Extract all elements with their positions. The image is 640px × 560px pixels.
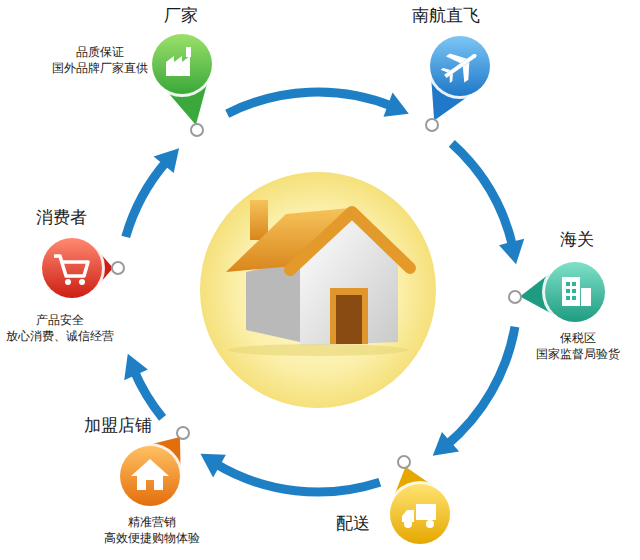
node-description: 精准营销 高效便捷购物体验 <box>103 514 200 546</box>
pin-icon-part <box>54 256 88 276</box>
pin-icon-part <box>426 33 493 131</box>
node-description: 产品安全 放心消费、诚信经营 <box>5 312 114 344</box>
pin-dot <box>177 427 189 439</box>
node-title: 海关 <box>560 228 594 250</box>
pin-icon-part <box>446 47 467 68</box>
cycle-arrow <box>200 454 379 492</box>
pin-icon-part <box>456 62 477 83</box>
pin-icon-part <box>566 296 570 300</box>
chimney <box>250 200 268 240</box>
pin-icon-part <box>186 47 191 57</box>
house-shadow <box>228 344 408 356</box>
pin-node: 厂家品质保证 国外品牌厂家直供 <box>40 2 232 138</box>
arrow-head <box>433 432 459 456</box>
pin-ring <box>427 33 493 99</box>
arrow-shaft <box>452 143 513 247</box>
pin-icon-part <box>446 73 456 83</box>
pin-disc <box>152 34 212 94</box>
pin-icon-part <box>416 504 436 520</box>
pin-icon-part <box>566 282 570 286</box>
cycle-arrow <box>452 143 524 264</box>
pin-dot <box>191 124 203 136</box>
pin-disc <box>120 446 180 506</box>
cycle-arrow <box>126 148 179 237</box>
pin-glyph <box>54 256 88 285</box>
arrow-head <box>383 92 408 116</box>
arrow-head <box>499 239 524 264</box>
pin-icon-part <box>131 459 169 490</box>
pin-icon-part <box>572 289 576 293</box>
cycle-arrow <box>433 327 515 456</box>
pin-glyph <box>562 277 591 306</box>
pin-ring <box>387 481 453 547</box>
arrow-shaft <box>215 463 380 492</box>
pin-icon-part <box>441 65 451 75</box>
node-description: 保税区 国家监督局验货 <box>535 330 620 362</box>
pin-ring <box>39 235 105 301</box>
pin-ring <box>149 31 215 97</box>
pin-icon-part <box>65 279 71 285</box>
pin-icon-part <box>509 259 608 325</box>
pin-glyph <box>402 504 436 528</box>
pin-icon-part <box>404 520 412 528</box>
roof-trim <box>290 212 410 270</box>
pin-ring <box>542 259 608 325</box>
pin-icon <box>330 454 460 554</box>
arrow-head <box>124 354 148 381</box>
pin-icon-part <box>426 520 434 528</box>
pin-node: 海关保税区 国家监督局验货 <box>506 224 636 374</box>
arrow-head <box>200 454 225 478</box>
pin-icon-part <box>39 235 124 301</box>
pin-icon-part <box>387 456 453 547</box>
arrow-shaft <box>134 370 163 418</box>
pin-disc <box>390 484 450 544</box>
arrow-shaft <box>447 327 515 445</box>
pin-node: 加盟店铺精准营销 高效便捷购物体验 <box>76 410 226 556</box>
pin-disc <box>430 36 490 96</box>
cycle-arrow <box>124 354 162 418</box>
pin-icon-part <box>572 282 576 286</box>
arrow-shaft <box>227 92 393 114</box>
node-title: 配送 <box>336 512 370 534</box>
pin-dot <box>509 291 521 303</box>
pin-glyph <box>131 459 169 490</box>
pin-ring <box>117 443 183 509</box>
node-title: 消费者 <box>36 206 87 228</box>
pin-icon-part <box>572 296 576 300</box>
pin-dot <box>426 119 438 131</box>
pin-dot <box>112 262 124 274</box>
pin-node: 配送 <box>330 454 460 554</box>
pin-icon-part <box>436 41 485 89</box>
node-title: 加盟店铺 <box>84 414 152 436</box>
pin-icon-part <box>581 288 591 306</box>
pin-node: 南航直飞 <box>400 2 500 134</box>
node-title: 南航直飞 <box>412 4 480 26</box>
pin-node: 消费者产品安全 放心消费、诚信经营 <box>2 204 134 354</box>
pin-disc <box>545 262 605 322</box>
arrow-head <box>154 148 179 173</box>
door <box>336 295 362 344</box>
cycle-arrow <box>227 92 409 117</box>
pin-disc <box>42 238 102 298</box>
door-frame <box>330 288 368 344</box>
node-description: 品质保证 国外品牌厂家直供 <box>51 44 148 76</box>
node-title: 厂家 <box>164 4 198 26</box>
pin-icon-part <box>117 427 189 509</box>
pin-icon-part <box>149 31 215 136</box>
arrow-shaft <box>126 161 167 237</box>
pin-icon-part <box>562 277 580 306</box>
sun-disc <box>200 172 436 408</box>
pin-glyph <box>166 47 191 76</box>
house-roof <box>226 208 350 272</box>
pin-dot <box>398 456 410 468</box>
pin-icon-part <box>79 279 85 285</box>
pin-glyph <box>436 41 485 89</box>
pin-icon-part <box>566 289 570 293</box>
pin-icon-part <box>166 56 190 76</box>
